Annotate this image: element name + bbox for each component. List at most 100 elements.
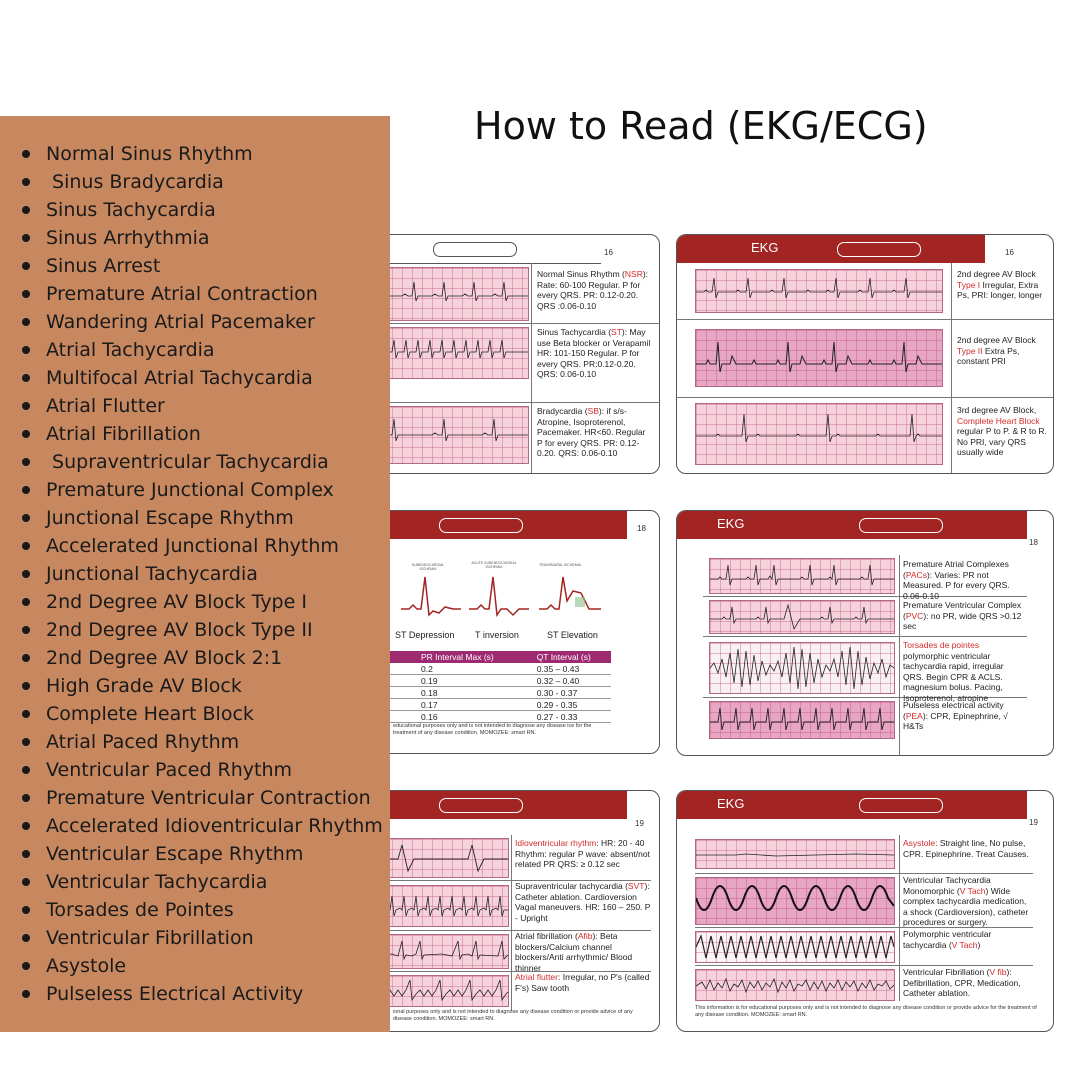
rhythm-description-avb1: 2nd degree AV Block Type I Irregular, Ex… — [957, 269, 1043, 301]
list-item: Junctional Escape Rhythm — [22, 504, 383, 532]
card-footer: ional purposes only and is not intended … — [393, 1009, 633, 1022]
rhythm-description-st: Sinus Tachycardia (ST): May use Beta blo… — [537, 327, 651, 380]
list-item: Ventricular Tachycardia — [22, 868, 383, 896]
list-item: Atrial Flutter — [22, 392, 383, 420]
bullet-icon — [22, 318, 30, 326]
rhythm-description-asystole: Asystole: Straight line, No pulse, CPR. … — [903, 838, 1029, 859]
bullet-icon — [22, 934, 30, 942]
list-item: 2nd Degree AV Block 2:1 — [22, 644, 383, 672]
rhythm-name: Accelerated Idioventricular Rhythm — [46, 815, 383, 837]
bullet-icon — [22, 710, 30, 718]
rhythm-name: Ventricular Tachycardia — [46, 871, 268, 893]
rhythm-name: Ventricular Escape Rhythm — [46, 843, 304, 865]
rhythm-description-sb: Bradycardia (SB): if s/s- Atropine, Isop… — [537, 406, 646, 459]
rhythm-name: Torsades de Pointes — [46, 899, 234, 921]
list-item: Atrial Paced Rhythm — [22, 728, 383, 756]
rhythm-name: Sinus Tachycardia — [46, 199, 216, 221]
rhythm-description-vtach-mono: Ventricular Tachycardia Monomorphic (V T… — [903, 875, 1029, 928]
card-tab — [439, 798, 523, 813]
bullet-icon — [22, 766, 30, 774]
rhythm-name: Normal Sinus Rhythm — [46, 143, 253, 165]
list-item: Supraventricular Tachycardia — [22, 448, 383, 476]
rhythm-description-pea: Pulseless electrical activity (PEA): CPR… — [903, 700, 1008, 732]
rhythm-description-afib: Atrial fibrillation (Afib): Beta blocker… — [515, 931, 633, 973]
list-item: 2nd Degree AV Block Type I — [22, 588, 383, 616]
rhythm-description-avb2: 2nd degree AV Block Type II Extra Ps, co… — [957, 335, 1036, 367]
page-number: 18 — [1029, 538, 1038, 547]
list-item: Pulseless Electrical Activity — [22, 980, 383, 1008]
ischemia-label-1: SUBENDOCARDIAL ISCHEMIA — [411, 563, 445, 571]
ekg-card-lethal: EKG 19 Asystole: Straight line, No pulse… — [676, 790, 1054, 1032]
rhythm-name: Pulseless Electrical Activity — [46, 983, 304, 1005]
bullet-icon — [22, 374, 30, 382]
list-item: Ventricular Fibrillation — [22, 924, 383, 952]
rhythm-name: Sinus Arrhythmia — [46, 227, 210, 249]
card-header-band — [361, 511, 627, 539]
bullet-icon — [22, 486, 30, 494]
page-number: 16 — [1005, 248, 1014, 257]
list-item: Asystole — [22, 952, 383, 980]
rhythm-name: 2nd Degree AV Block Type I — [46, 591, 307, 613]
bullet-icon — [22, 878, 30, 886]
card-header-band — [361, 791, 627, 819]
list-item: Sinus Arrhythmia — [22, 224, 383, 252]
rhythm-name: Atrial Paced Rhythm — [46, 731, 240, 753]
card-footer: This information is for educational purp… — [695, 1005, 1037, 1018]
rhythm-description-chb: 3rd degree AV Block, Complete Heart Bloc… — [957, 405, 1047, 458]
ekg-strip-torsades — [709, 642, 895, 694]
list-item: Torsades de Pointes — [22, 896, 383, 924]
card-label: EKG — [717, 796, 745, 811]
bullet-icon — [22, 290, 30, 298]
ekg-strip-asystole — [695, 839, 895, 869]
card-tab — [837, 242, 921, 257]
rhythm-name: High Grade AV Block — [46, 675, 242, 697]
rhythm-name: Premature Junctional Complex — [46, 479, 334, 501]
list-item: Atrial Tachycardia — [22, 336, 383, 364]
rhythm-name: Junctional Escape Rhythm — [46, 507, 294, 529]
page-number: 19 — [1029, 818, 1038, 827]
list-item: Complete Heart Block — [22, 700, 383, 728]
list-item: Accelerated Junctional Rhythm — [22, 532, 383, 560]
list-item: Wandering Atrial Pacemaker — [22, 308, 383, 336]
rhythm-name: Junctional Tachycardia — [46, 563, 258, 585]
bullet-icon — [22, 346, 30, 354]
bullet-icon — [22, 850, 30, 858]
list-item: Premature Junctional Complex — [22, 476, 383, 504]
list-item: High Grade AV Block — [22, 672, 383, 700]
ekg-strip-vtach-mono — [695, 877, 895, 925]
card-tab — [433, 242, 517, 257]
rhythm-name: Premature Ventricular Contraction — [46, 787, 371, 809]
bullet-icon — [22, 430, 30, 438]
ischemia-label-2: ACUTE SUBENDOCARDIAL ISCHEMIA — [471, 561, 517, 569]
rhythm-name: Premature Atrial Contraction — [46, 283, 318, 305]
list-item: Premature Atrial Contraction — [22, 280, 383, 308]
rhythm-name: Accelerated Junctional Rhythm — [46, 535, 339, 557]
list-item: Sinus Bradycardia — [22, 168, 383, 196]
rhythm-name: Sinus Arrest — [46, 255, 161, 277]
ekg-strip-pea — [709, 701, 895, 739]
bullet-icon — [22, 150, 30, 158]
list-item: Atrial Fibrillation — [22, 420, 383, 448]
list-item: Accelerated Idioventricular Rhythm — [22, 812, 383, 840]
st-waveforms — [401, 576, 601, 618]
rhythm-name: Ventricular Paced Rhythm — [46, 759, 293, 781]
ekg-strip-avb1 — [695, 269, 943, 313]
rhythm-description-svt: Supraventricular tachycardia (SVT): Cath… — [515, 881, 651, 923]
table-header: PR Interval Max (s) — [363, 651, 533, 663]
list-item: Multifocal Atrial Tachycardia — [22, 364, 383, 392]
st-label-depression: ST Depression — [395, 630, 455, 640]
rhythm-description-vfib: Ventricular Fibrillation (V fib): Defibr… — [903, 967, 1021, 999]
bullet-icon — [22, 542, 30, 550]
list-item: Premature Ventricular Contraction — [22, 784, 383, 812]
page-title: How to Read (EKG/ECG) — [474, 104, 928, 148]
rhythm-name: Supraventricular Tachycardia — [46, 451, 329, 473]
bullet-icon — [22, 178, 30, 186]
rhythm-name: Wandering Atrial Pacemaker — [46, 311, 315, 333]
rhythm-description-aflutter: Atrial flutter: Irregular, no P's (calle… — [515, 972, 650, 993]
rhythm-name: Atrial Fibrillation — [46, 423, 201, 445]
rhythm-name: Atrial Tachycardia — [46, 339, 215, 361]
